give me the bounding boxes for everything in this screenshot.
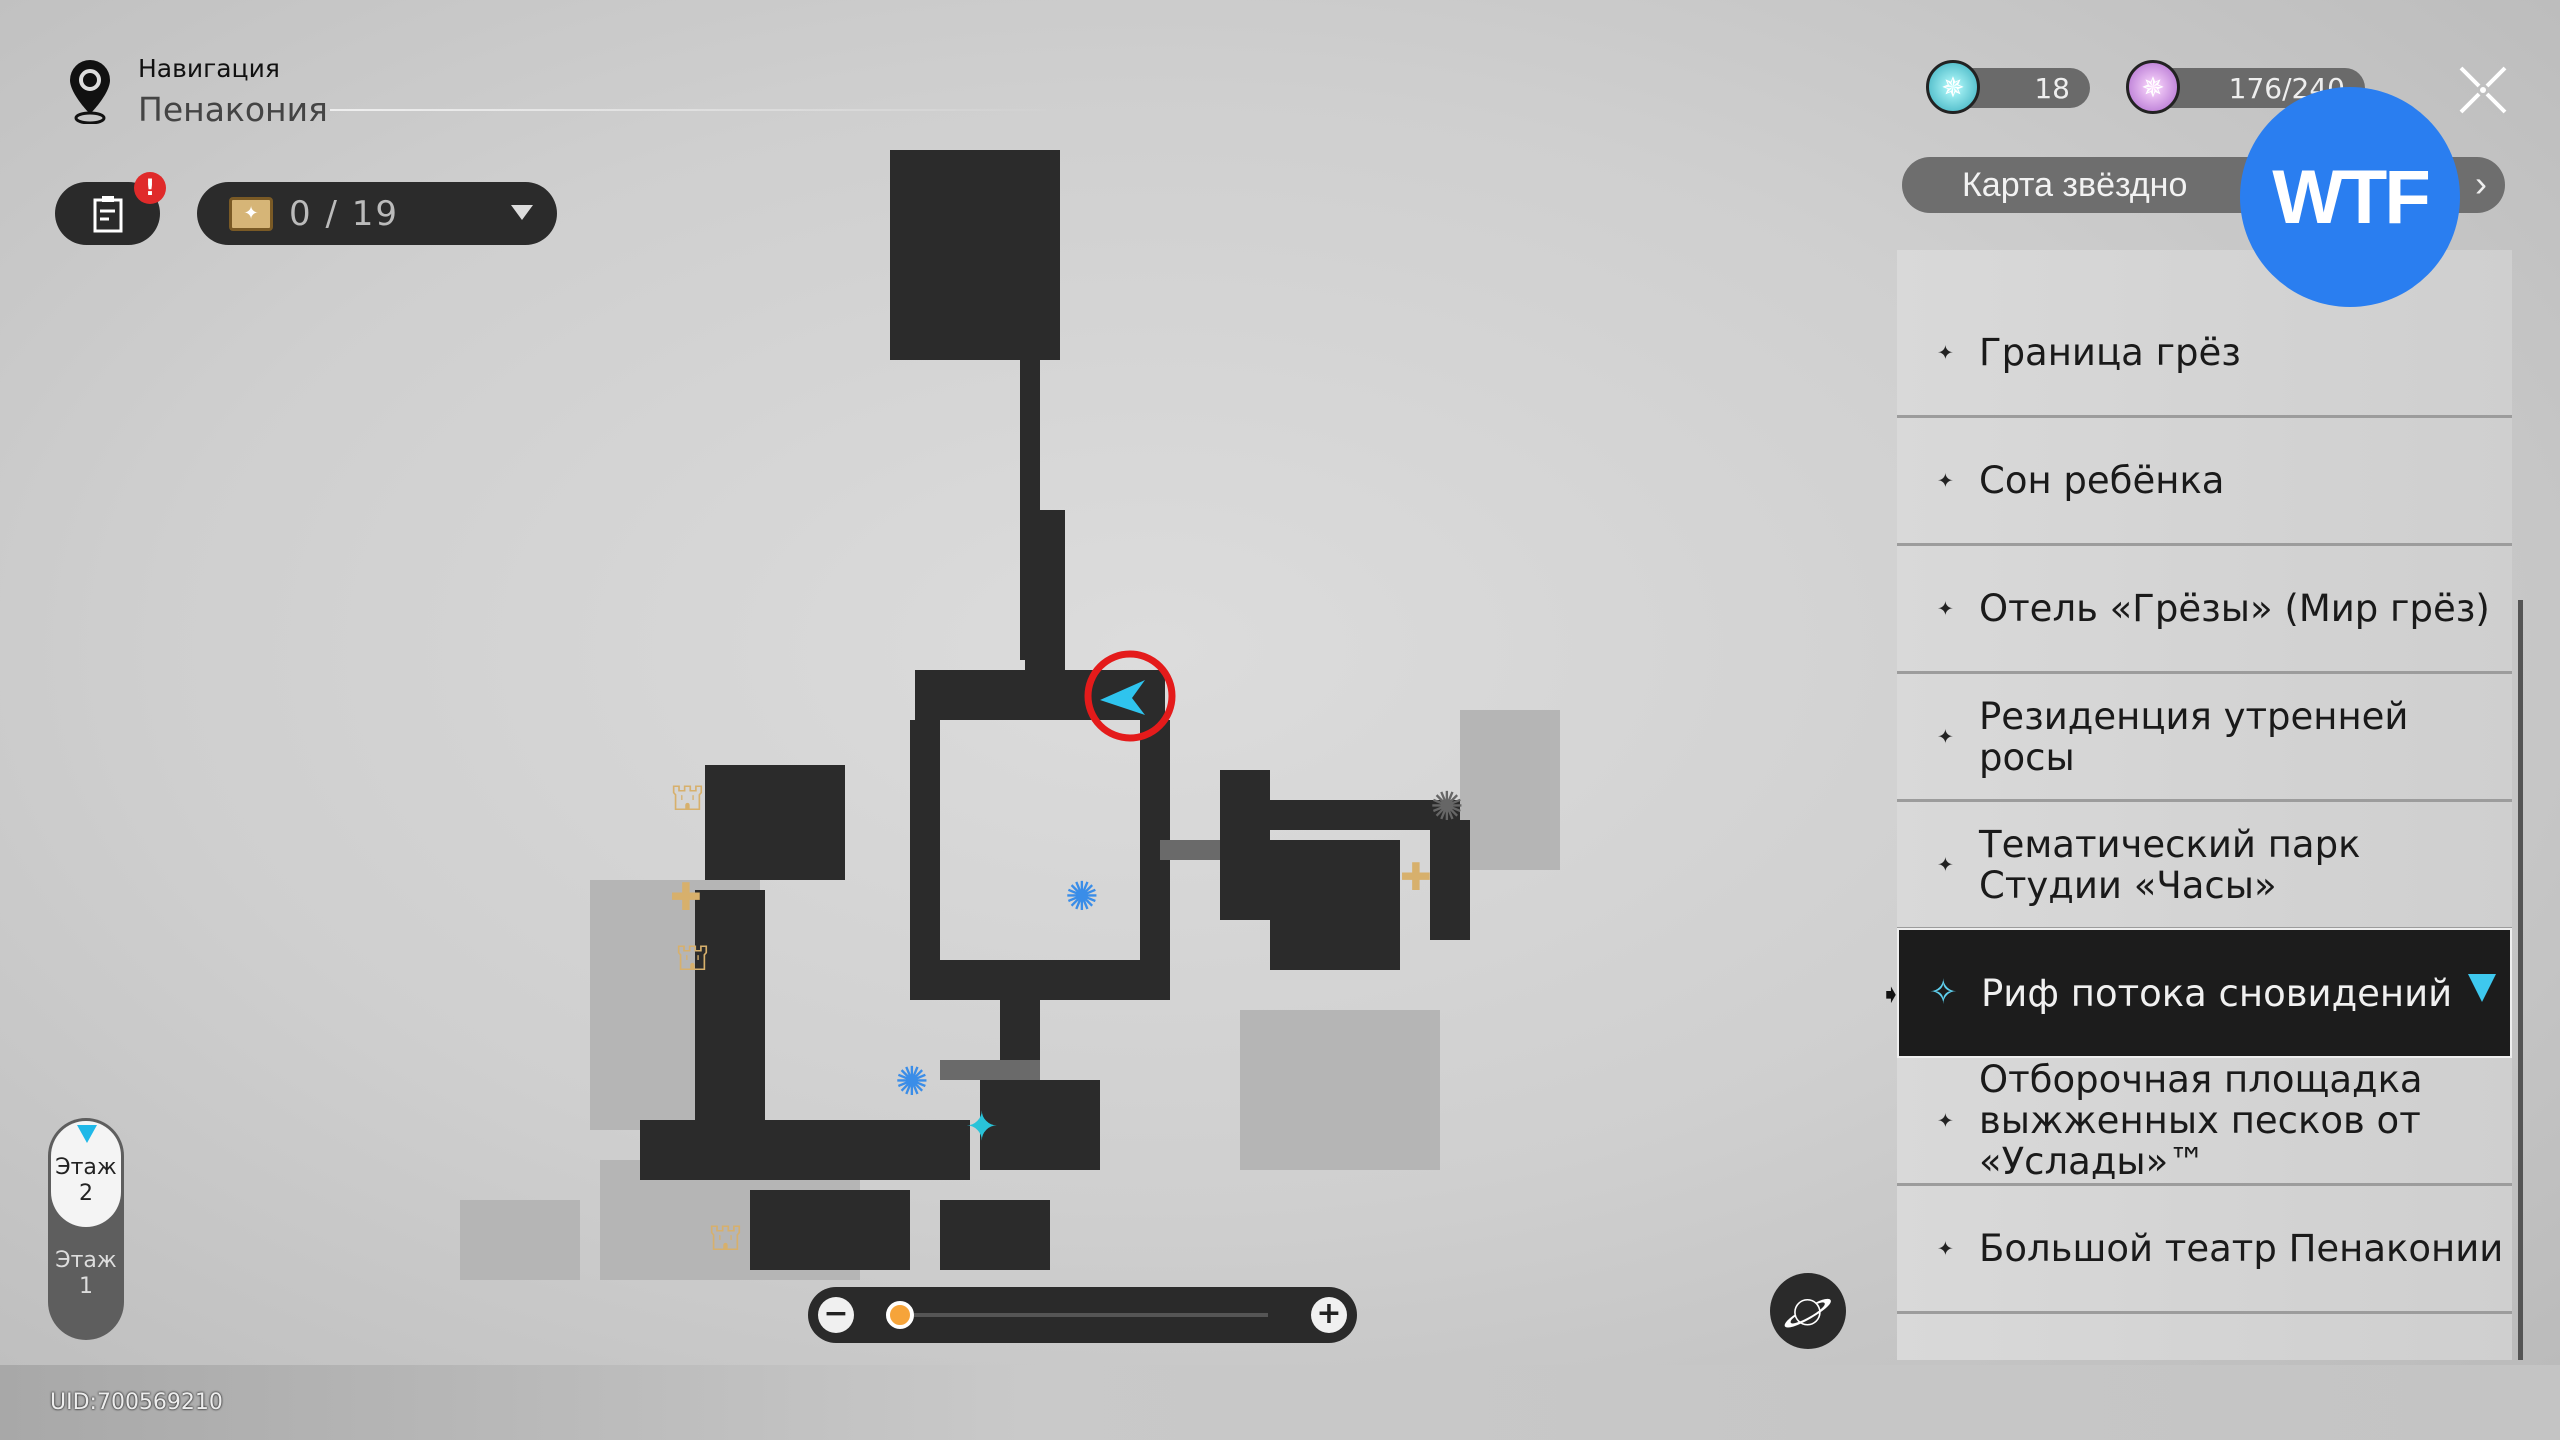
planet-button[interactable]: 🪐︎ — [1770, 1273, 1846, 1349]
chevron-down-icon — [511, 205, 533, 220]
floor-number: 2 — [79, 1181, 93, 1206]
navigation-label: Навигация — [138, 54, 280, 83]
location-label: Сон ребёнка — [1979, 459, 2225, 502]
location-item[interactable]: ✦ Тематический парк Студии «Часы» — [1897, 802, 2512, 930]
bottom-strip — [0, 1365, 2560, 1440]
location-item[interactable]: ✦ Граница грёз — [1897, 290, 2512, 418]
star-bullet-icon: ✦ — [1937, 1236, 1954, 1260]
power-icon: ✵ — [2126, 60, 2180, 114]
zoom-track[interactable] — [898, 1313, 1268, 1317]
star-bullet-icon: ✦ — [1937, 340, 1954, 364]
location-item[interactable]: ✦ Отель «Грёзы» (Мир грёз) — [1897, 546, 2512, 674]
fuel-value: 18 — [2034, 71, 2070, 105]
chevron-right-icon: › — [2475, 163, 2487, 204]
star-map-label: Карта звёздно — [1962, 165, 2188, 204]
puzzle-icons: ⛫ ⛫ ⛫ ✚ ✚ — [670, 775, 1432, 1259]
location-item[interactable]: ✦ Сон ребёнка — [1897, 418, 2512, 546]
bell-icon: ⛫ — [670, 775, 705, 819]
space-anchor-icon: ✺ — [1430, 784, 1464, 830]
star-bullet-icon: ✦ — [1937, 468, 1954, 492]
wtf-logo-overlay: WTF — [2240, 87, 2460, 307]
star-bullet-icon: ✦ — [1937, 724, 1954, 748]
highlight-ring — [1084, 650, 1176, 742]
floor-1-button[interactable]: Этаж 1 — [48, 1248, 124, 1300]
map-paths — [940, 840, 1220, 1080]
floor-number: 1 — [79, 1274, 93, 1299]
clipboard-icon — [93, 195, 122, 232]
location-pin-icon — [70, 60, 110, 124]
chevron-down-icon — [2468, 974, 2496, 1002]
star-bullet-icon: ✦ — [1937, 596, 1954, 620]
zoom-slider[interactable]: − + — [808, 1287, 1357, 1343]
player-marker — [1084, 650, 1176, 742]
zoom-handle[interactable] — [886, 1301, 914, 1329]
region-name: Пенакония — [138, 90, 328, 129]
treasure-chest-dropdown[interactable]: ✦ 0 / 19 — [197, 182, 557, 245]
star-bullet-icon: ✦ — [1937, 852, 1954, 876]
warp-icon: ✦ — [965, 1104, 999, 1150]
puzzle-icon: ✚ — [670, 875, 702, 919]
floor-2-button[interactable]: Этаж 2 — [51, 1121, 121, 1227]
location-item-selected[interactable]: ✧ Риф потока сновидений — [1897, 928, 2512, 1058]
teleport-icons: ✺ ✺ ✺ ✦ — [895, 784, 1464, 1150]
fuel-icon: ✵ — [1926, 60, 1980, 114]
location-item[interactable]: ✦ Отборочная площадка выжженных песков от… — [1897, 1058, 2512, 1186]
power-counter[interactable]: ✵ 176/240 — [2126, 60, 2365, 114]
selection-pointer-icon: ➧ — [1880, 980, 1902, 1010]
fuel-counter[interactable]: ✵ 18 — [1926, 60, 2090, 114]
list-scrollbar[interactable] — [2518, 600, 2523, 1360]
chest-count: 0 / 19 — [289, 193, 399, 234]
uid-label: UID:700569210 — [50, 1390, 223, 1415]
location-label: Граница грёз — [1979, 331, 2241, 374]
location-label: Большой театр Пенаконии — [1979, 1227, 2504, 1270]
zoom-out-button[interactable]: − — [818, 1297, 854, 1333]
location-label: Отель «Грёзы» (Мир грёз) — [1979, 587, 2490, 630]
location-item[interactable]: ✦ Резиденция утренней росы — [1897, 674, 2512, 802]
warp-star-icon: ✧ — [1929, 972, 1958, 1013]
planet-icon: 🪐︎ — [1782, 1288, 1834, 1335]
bell-icon: ⛫ — [675, 935, 710, 979]
current-floor-icon — [77, 1125, 97, 1143]
floor-selector[interactable]: Этаж 2 Этаж 1 — [48, 1118, 124, 1340]
close-icon[interactable] — [2455, 62, 2511, 118]
space-anchor-icon: ✺ — [895, 1059, 929, 1105]
chest-icon: ✦ — [229, 196, 273, 231]
location-list[interactable]: ✦ Граница грёз ✦ Сон ребёнка ✦ Отель «Грёзы… — [1897, 250, 2512, 1360]
floor-label: Этаж — [55, 1248, 117, 1273]
zoom-in-button[interactable]: + — [1311, 1297, 1347, 1333]
location-label: Тематический парк Студии «Часы» — [1979, 822, 2361, 907]
floor-label: Этаж — [55, 1155, 117, 1180]
space-anchor-icon: ✺ — [1065, 874, 1099, 920]
location-label: Отборочная площадка выжженных песков от … — [1979, 1058, 2423, 1183]
puzzle-icon: ✚ — [1400, 855, 1432, 899]
location-label: Риф потока сновидений — [1981, 971, 2453, 1015]
star-bullet-icon: ✦ — [1937, 1108, 1954, 1132]
divider — [330, 109, 1080, 111]
map-canvas[interactable]: ✺ ✺ ✺ ✦ ⛫ ⛫ ⛫ ✚ ✚ — [440, 130, 1560, 1280]
map-walkable-areas — [640, 150, 1470, 1270]
player-arrow-icon — [1100, 680, 1145, 715]
location-item[interactable]: ✦ Большой театр Пенаконии — [1897, 1186, 2512, 1314]
alert-badge: ! — [134, 172, 166, 204]
bell-icon: ⛫ — [708, 1215, 743, 1259]
location-label: Резиденция утренней росы — [1979, 694, 2409, 779]
